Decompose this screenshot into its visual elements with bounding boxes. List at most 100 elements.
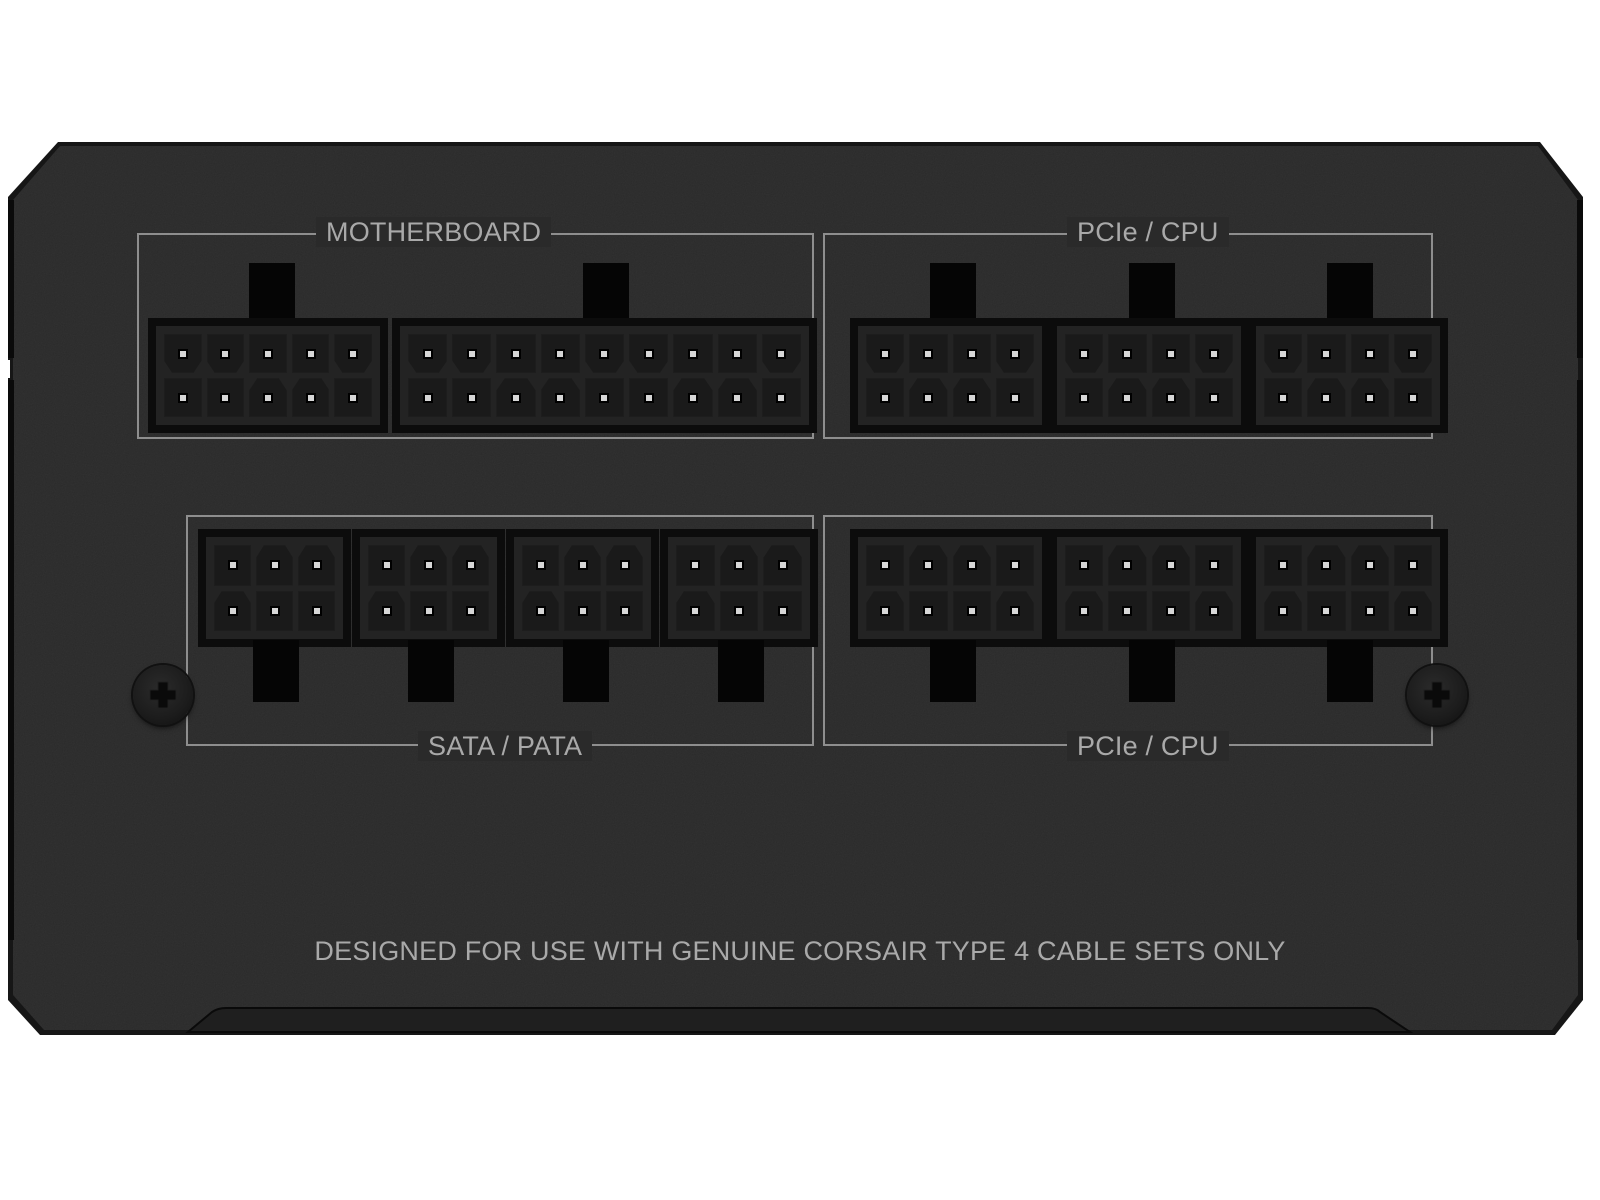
pin — [1350, 590, 1389, 631]
pcie-cpu-socket-3[interactable] — [1248, 318, 1448, 433]
pin — [866, 545, 905, 586]
pcie-cpu-socket-2[interactable] — [1049, 318, 1249, 433]
latch-tab — [930, 640, 976, 702]
pin — [164, 378, 202, 417]
pcie-cpu-bottom-socket-3[interactable] — [1248, 529, 1448, 647]
latch-tab — [408, 640, 454, 702]
pin — [763, 545, 802, 586]
pin — [256, 590, 293, 631]
pin — [761, 334, 801, 373]
pin — [1264, 545, 1303, 586]
sata-pata-socket-4[interactable] — [660, 529, 818, 647]
pin — [1065, 545, 1104, 586]
phillips-screw-icon — [1423, 681, 1451, 709]
pin — [214, 590, 251, 631]
latch-tab — [1129, 640, 1175, 702]
pin — [408, 334, 448, 373]
pin — [995, 590, 1034, 631]
pin — [1194, 378, 1233, 417]
latch-tab — [583, 263, 629, 323]
pcie-cpu-bottom-socket-2[interactable] — [1049, 529, 1249, 647]
pin — [368, 590, 405, 631]
pin — [1350, 545, 1389, 586]
pin — [952, 334, 991, 373]
latch-tab — [253, 640, 299, 702]
pin — [673, 378, 713, 417]
sata-pata-socket-3[interactable] — [506, 529, 659, 647]
latch-tab — [563, 640, 609, 702]
pin — [909, 545, 948, 586]
pin — [629, 334, 669, 373]
pin — [256, 545, 293, 586]
pin — [1065, 334, 1104, 373]
pin — [909, 334, 948, 373]
pin — [952, 545, 991, 586]
pin — [952, 378, 991, 417]
pin — [606, 590, 643, 631]
latch-tab — [1327, 263, 1373, 323]
cable-compatibility-notice: DESIGNED FOR USE WITH GENUINE CORSAIR TY… — [314, 936, 1286, 966]
pin — [1108, 378, 1147, 417]
pin — [1108, 590, 1147, 631]
pin — [584, 378, 625, 417]
pin — [298, 545, 335, 586]
pin — [522, 545, 559, 586]
pin — [1194, 590, 1233, 631]
motherboard-group-label: MOTHERBOARD — [316, 217, 552, 247]
pin — [1264, 378, 1303, 417]
latch-tab — [718, 640, 764, 702]
pin — [1307, 378, 1346, 417]
pin — [866, 590, 905, 631]
pin — [1194, 334, 1233, 373]
pin — [995, 378, 1034, 417]
pin — [1151, 590, 1190, 631]
pcie-cpu-socket-1[interactable] — [850, 318, 1050, 433]
pin — [206, 334, 245, 373]
pin — [719, 590, 759, 631]
pin — [1151, 545, 1190, 586]
sata-pata-socket-2[interactable] — [352, 529, 505, 647]
pin — [540, 378, 580, 417]
pin — [214, 545, 251, 586]
pin — [909, 378, 948, 417]
pin — [164, 334, 202, 373]
pin — [1393, 378, 1432, 417]
pin — [291, 378, 330, 417]
pin — [249, 334, 287, 373]
pin — [452, 545, 489, 586]
latch-tab — [1327, 640, 1373, 702]
pcie-cpu-top-group-label: PCIe / CPU — [1067, 217, 1229, 247]
pin — [676, 545, 715, 586]
pin — [1065, 378, 1104, 417]
pin — [452, 590, 489, 631]
pin — [334, 378, 372, 417]
sata-pata-socket-1[interactable] — [198, 529, 351, 647]
pin — [1151, 378, 1190, 417]
motherboard-10pin-socket[interactable] — [148, 318, 388, 433]
pin — [368, 545, 405, 586]
pin — [1307, 545, 1346, 586]
pin — [995, 334, 1034, 373]
pin — [334, 334, 372, 373]
pin — [408, 378, 448, 417]
phillips-screw-icon — [149, 681, 177, 709]
pin — [584, 334, 625, 373]
pcie-cpu-bottom-socket-1[interactable] — [850, 529, 1050, 647]
pin — [866, 378, 905, 417]
pin — [1108, 545, 1147, 586]
left-screw — [133, 665, 193, 725]
pin — [410, 545, 447, 586]
pin — [606, 545, 643, 586]
pin — [719, 545, 759, 586]
pin — [496, 334, 536, 373]
motherboard-18pin-socket[interactable] — [392, 318, 817, 433]
pin — [952, 590, 991, 631]
latch-tab — [1129, 263, 1175, 323]
pin — [676, 590, 715, 631]
pin — [629, 378, 669, 417]
pin — [291, 334, 330, 373]
pin — [298, 590, 335, 631]
sata-pata-group-label: SATA / PATA — [418, 731, 593, 761]
pin — [1393, 590, 1432, 631]
pin — [496, 378, 536, 417]
